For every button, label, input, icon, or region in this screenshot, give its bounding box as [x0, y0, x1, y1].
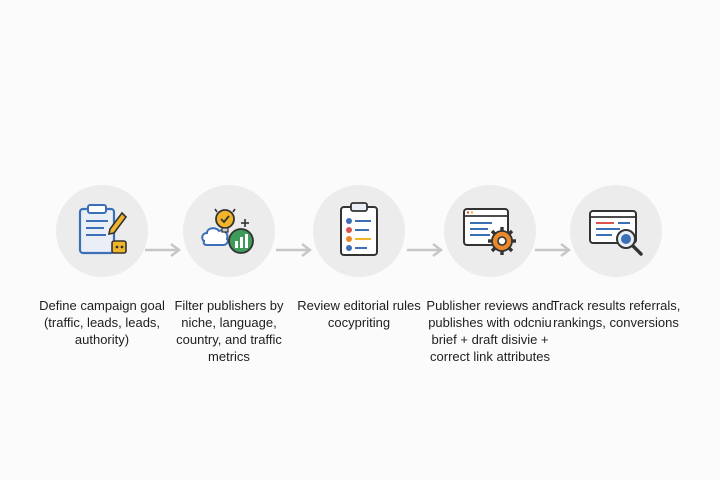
step-5-circle: [570, 185, 662, 277]
step-label: Define campaign goal (traffic, leads, le…: [39, 298, 165, 347]
step-publisher-reviews: Publisher reviews and publishes with odc…: [425, 185, 555, 365]
arrow-icon: [533, 240, 573, 260]
browser-magnifier-icon: [589, 210, 643, 256]
step-2-circle: [183, 185, 275, 277]
clipboard-pencil-icon: [78, 204, 128, 255]
step-label: Review editorial rules cocypriting: [297, 298, 421, 330]
step-1-circle: [56, 185, 148, 277]
step-filter-publishers: Filter publishers by niche, language, co…: [164, 185, 294, 365]
step-review-rules: Review editorial rules cocypriting: [294, 185, 424, 331]
step-3-circle: [313, 185, 405, 277]
checklist-icon: [340, 202, 378, 256]
arrow-icon: [405, 240, 445, 260]
step-4-circle: [444, 185, 536, 277]
arrow-icon: [143, 240, 183, 260]
step-label: Publisher reviews and publishes with odc…: [426, 298, 554, 364]
step-track-results: Track results referrals, rankings, conve…: [551, 185, 681, 331]
step-label: Filter publishers by niche, language, co…: [174, 298, 284, 364]
arrow-icon: [274, 240, 314, 260]
step-label: Track results referrals, rankings, conve…: [551, 298, 681, 330]
browser-gear-icon: [463, 208, 516, 255]
step-define-goal: Define campaign goal (traffic, leads, le…: [37, 185, 167, 348]
lightbulb-chart-icon: [201, 208, 254, 254]
